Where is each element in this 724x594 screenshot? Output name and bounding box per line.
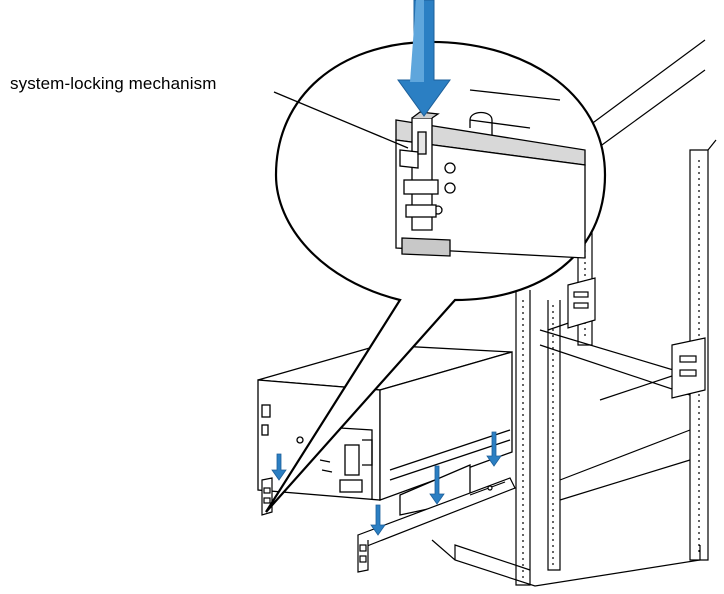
down-arrow-icon bbox=[271, 431, 502, 536]
slide-rail-lower bbox=[357, 477, 516, 573]
rack-rail-bracket-lower bbox=[671, 337, 706, 399]
rack-rear-left-post bbox=[547, 300, 561, 571]
server-front-bezel bbox=[261, 404, 373, 500]
callout-leader-line bbox=[273, 91, 409, 149]
rack-rail-bracket-upper bbox=[567, 277, 596, 329]
magnifier-callout bbox=[265, 40, 607, 513]
server-chassis bbox=[257, 344, 513, 516]
rack-front-left-post bbox=[515, 290, 531, 586]
system-locking-mechanism bbox=[399, 111, 451, 257]
magnified-rail bbox=[395, 89, 586, 259]
callout-label: system-locking mechanism bbox=[10, 74, 217, 93]
down-arrow-icon bbox=[397, 0, 451, 117]
